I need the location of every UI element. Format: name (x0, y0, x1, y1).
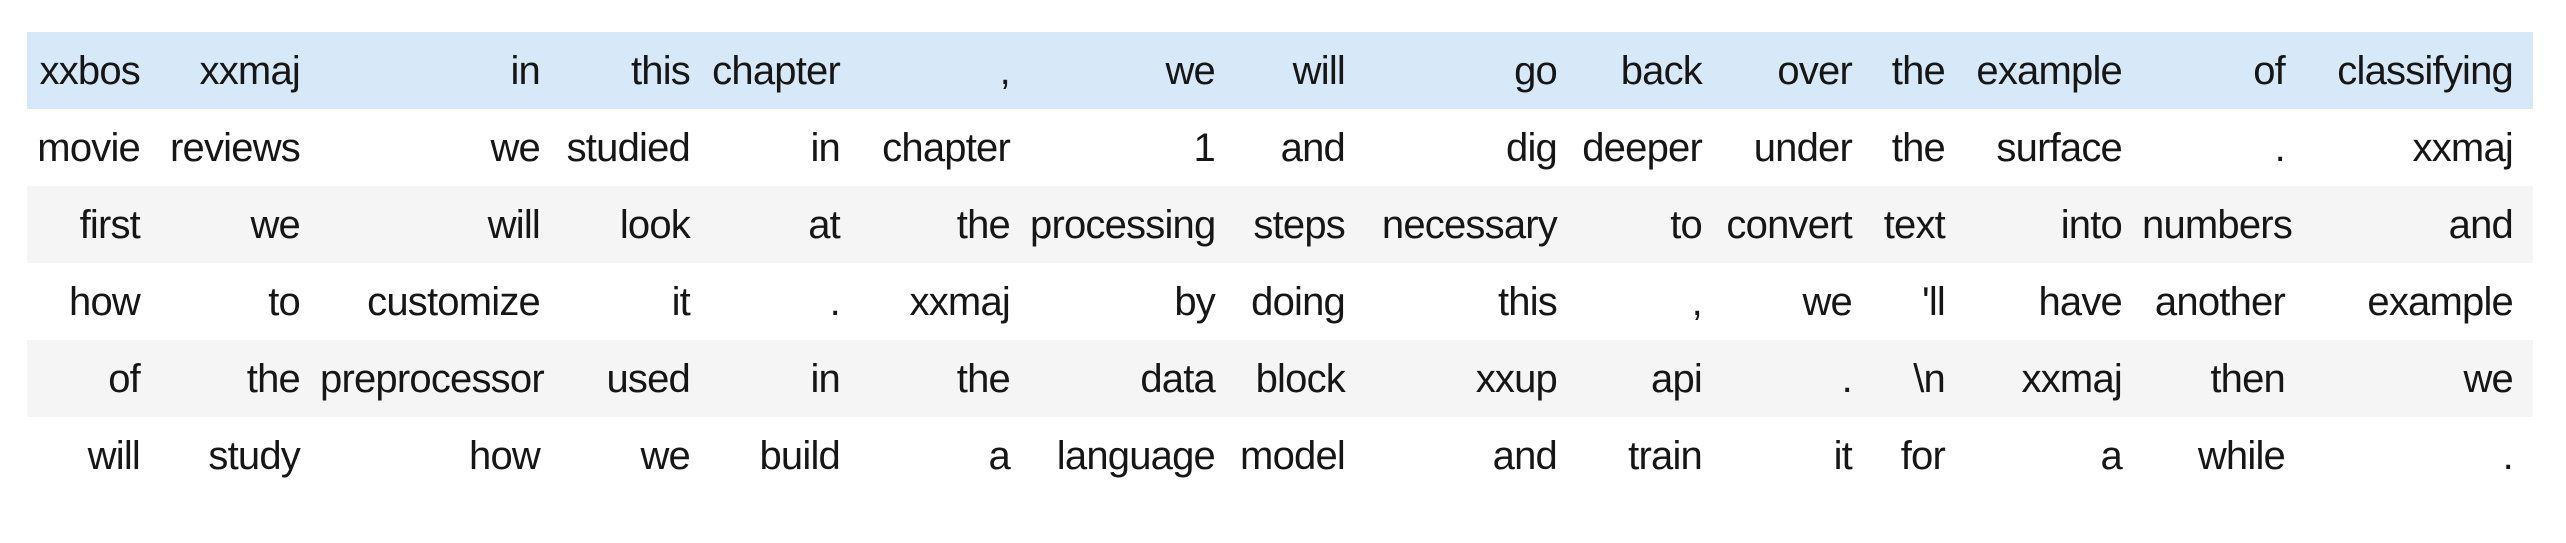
token-cell: in (320, 32, 560, 109)
token-cell: numbers (2142, 186, 2305, 263)
token-cell: to (160, 263, 320, 340)
token-cell: this (1365, 263, 1577, 340)
token-cell: xxbos (27, 32, 160, 109)
token-cell: a (1965, 417, 2142, 494)
token-cell: train (1577, 417, 1722, 494)
token-cell: dig (1365, 109, 1577, 186)
token-cell: for (1872, 417, 1965, 494)
token-cell: data (1030, 340, 1235, 417)
token-cell: movie (27, 109, 160, 186)
token-cell: to (1577, 186, 1722, 263)
token-cell: text (1872, 186, 1965, 263)
token-cell: of (27, 340, 160, 417)
token-cell: chapter (710, 32, 860, 109)
token-cell: . (710, 263, 860, 340)
token-cell: block (1235, 340, 1365, 417)
token-cell: . (2305, 417, 2533, 494)
token-cell: of (2142, 32, 2305, 109)
token-cell: another (2142, 263, 2305, 340)
token-cell: 'll (1872, 263, 1965, 340)
token-cell: we (1722, 263, 1872, 340)
token-cell: we (1030, 32, 1235, 109)
token-cell: we (160, 186, 320, 263)
token-cell: necessary (1365, 186, 1577, 263)
token-cell: build (710, 417, 860, 494)
token-cell: we (320, 109, 560, 186)
token-cell: xxmaj (2305, 109, 2533, 186)
token-cell: xxup (1365, 340, 1577, 417)
token-cell: at (710, 186, 860, 263)
token-cell: chapter (860, 109, 1030, 186)
token-cell: steps (1235, 186, 1365, 263)
token-cell: will (320, 186, 560, 263)
token-cell: 1 (1030, 109, 1235, 186)
token-cell: deeper (1577, 109, 1722, 186)
token-cell: convert (1722, 186, 1872, 263)
token-cell: surface (1965, 109, 2142, 186)
token-cell: the (1872, 109, 1965, 186)
token-cell: . (2142, 109, 2305, 186)
token-cell: xxmaj (160, 32, 320, 109)
token-cell: customize (320, 263, 560, 340)
token-cell: model (1235, 417, 1365, 494)
token-cell: go (1365, 32, 1577, 109)
token-cell: reviews (160, 109, 320, 186)
token-cell: processing (1030, 186, 1235, 263)
token-cell: , (1577, 263, 1722, 340)
token-cell: example (1965, 32, 2142, 109)
token-cell: how (27, 263, 160, 340)
token-cell: xxmaj (860, 263, 1030, 340)
token-cell: look (560, 186, 710, 263)
token-cell: we (560, 417, 710, 494)
token-cell: while (2142, 417, 2305, 494)
token-cell: the (1872, 32, 1965, 109)
token-cell: in (710, 340, 860, 417)
token-cell: it (560, 263, 710, 340)
token-cell: first (27, 186, 160, 263)
token-cell: language (1030, 417, 1235, 494)
token-cell: then (2142, 340, 2305, 417)
token-cell: , (860, 32, 1030, 109)
token-cell: classifying (2305, 32, 2533, 109)
token-cell: the (160, 340, 320, 417)
token-cell: it (1722, 417, 1872, 494)
token-cell: the (860, 186, 1030, 263)
token-cell: . (1722, 340, 1872, 417)
token-cell: have (1965, 263, 2142, 340)
token-cell: by (1030, 263, 1235, 340)
token-cell: xxmaj (1965, 340, 2142, 417)
token-cell: a (860, 417, 1030, 494)
token-cell: we (2305, 340, 2533, 417)
token-cell: back (1577, 32, 1722, 109)
token-cell: and (1365, 417, 1577, 494)
token-cell: study (160, 417, 320, 494)
token-cell: and (2305, 186, 2533, 263)
token-cell: under (1722, 109, 1872, 186)
token-cell: \n (1872, 340, 1965, 417)
token-cell: in (710, 109, 860, 186)
token-cell: this (560, 32, 710, 109)
token-cell: used (560, 340, 710, 417)
token-cell: example (2305, 263, 2533, 340)
token-cell: how (320, 417, 560, 494)
token-cell: and (1235, 109, 1365, 186)
token-cell: doing (1235, 263, 1365, 340)
token-cell: into (1965, 186, 2142, 263)
token-cell: will (1235, 32, 1365, 109)
token-cell: will (27, 417, 160, 494)
token-cell: studied (560, 109, 710, 186)
token-cell: api (1577, 340, 1722, 417)
token-cell: preprocessor (320, 340, 560, 417)
token-cell: over (1722, 32, 1872, 109)
token-cell: the (860, 340, 1030, 417)
